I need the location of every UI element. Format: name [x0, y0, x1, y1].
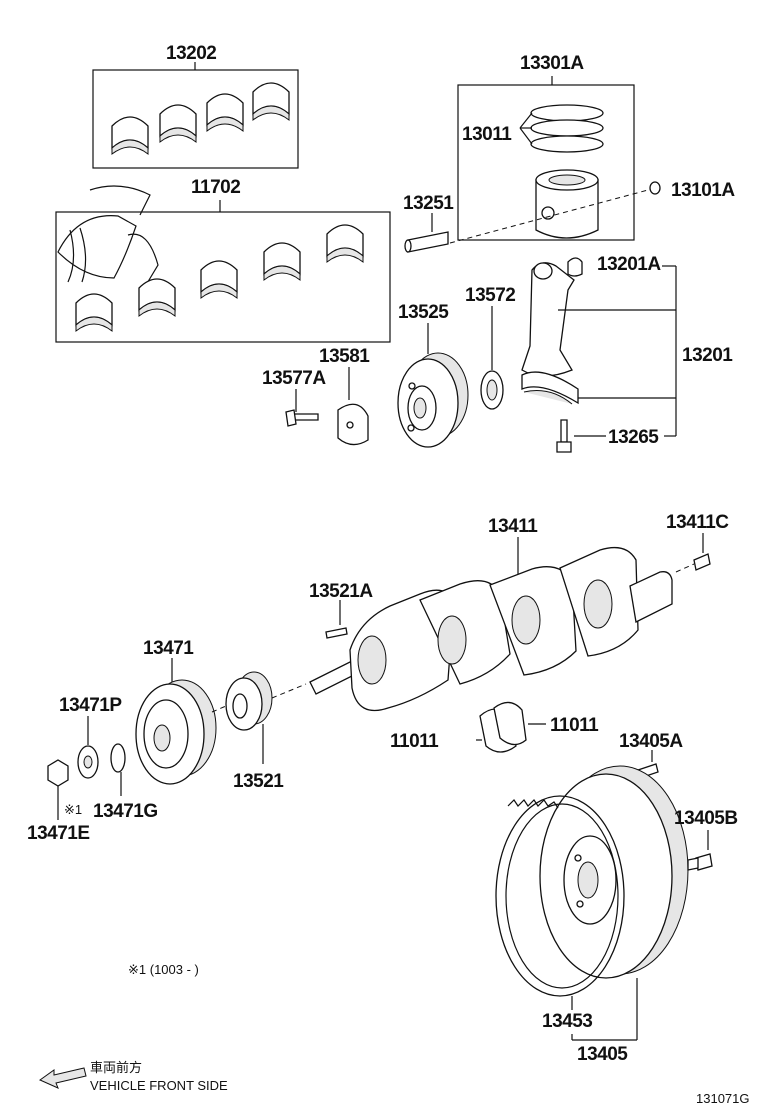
label-13411C: 13411C — [666, 512, 729, 533]
label-11011-right: 11011 — [550, 715, 599, 736]
bolt-13577A — [285, 389, 319, 427]
bearing-shells-top — [111, 82, 290, 156]
bearing-set-13202 — [92, 62, 299, 169]
crankshaft-13411 — [309, 537, 673, 712]
label-13581: 13581 — [319, 346, 370, 367]
flywheel-13405 — [539, 765, 689, 979]
mark-note-1: ※1 — [64, 802, 82, 817]
label-13471: 13471 — [143, 638, 194, 659]
nut-13471E — [47, 759, 69, 820]
snap-ring — [649, 181, 661, 195]
label-13572: 13572 — [465, 285, 515, 306]
label-13577A: 13577A — [262, 368, 326, 389]
flywheel-bracket — [571, 978, 638, 1041]
connecting-rod-13201 — [521, 257, 583, 453]
front-arrow-icon — [38, 1067, 87, 1089]
pulley-13471 — [135, 658, 227, 785]
plate-13581 — [337, 367, 369, 446]
washer-13572 — [480, 306, 504, 410]
pin-13411C — [675, 533, 711, 573]
label-13471P: 13471P — [59, 695, 122, 716]
thrust-washers-11011 — [476, 701, 546, 753]
label-13301A: 13301A — [520, 53, 584, 74]
label-13471G: 13471G — [93, 801, 158, 822]
label-13251: 13251 — [403, 193, 454, 214]
label-13453: 13453 — [542, 1011, 592, 1032]
bearing-set-11702 — [55, 185, 391, 343]
label-11011-left: 11011 — [390, 731, 439, 752]
label-13405A: 13405A — [619, 731, 683, 752]
bolt-13405B — [687, 830, 713, 871]
piston — [535, 169, 599, 239]
crank-gear-13521 — [225, 671, 307, 764]
piston-rings — [530, 104, 604, 153]
crankshaft-ghost — [57, 185, 159, 286]
label-13405B: 13405B — [674, 808, 738, 829]
label-13101A: 13101A — [671, 180, 735, 201]
label-13201: 13201 — [682, 345, 733, 366]
front-label-en: VEHICLE FRONT SIDE — [90, 1078, 228, 1093]
label-13525: 13525 — [398, 302, 449, 323]
washer-13471P — [77, 716, 99, 779]
footnote: ※1 (1003 - ) — [128, 962, 199, 977]
timing-gear-13525 — [397, 323, 469, 448]
front-label-jp: 車両前方 — [90, 1060, 142, 1076]
group-bracket-13201 — [558, 265, 677, 437]
bearing-shells-lower — [75, 224, 364, 333]
label-13011: 13011 — [462, 124, 512, 145]
piston-assembly-13301A — [449, 76, 661, 244]
rod-bolt — [556, 419, 572, 453]
label-13202: 13202 — [166, 43, 216, 64]
label-13265: 13265 — [608, 427, 659, 448]
oring-13471G — [110, 743, 126, 796]
piston-pin-13251 — [404, 213, 449, 253]
label-13521A: 13521A — [309, 581, 373, 602]
key-13521A — [325, 600, 348, 639]
ring-gear-13453 — [495, 795, 625, 997]
label-11702: 11702 — [191, 177, 240, 198]
diagram-id: 131071G — [696, 1091, 750, 1106]
label-13411: 13411 — [488, 516, 538, 537]
label-13201A: 13201A — [597, 254, 661, 275]
label-13405: 13405 — [577, 1044, 628, 1065]
label-13521: 13521 — [233, 771, 284, 792]
label-13471E: 13471E — [27, 823, 90, 844]
